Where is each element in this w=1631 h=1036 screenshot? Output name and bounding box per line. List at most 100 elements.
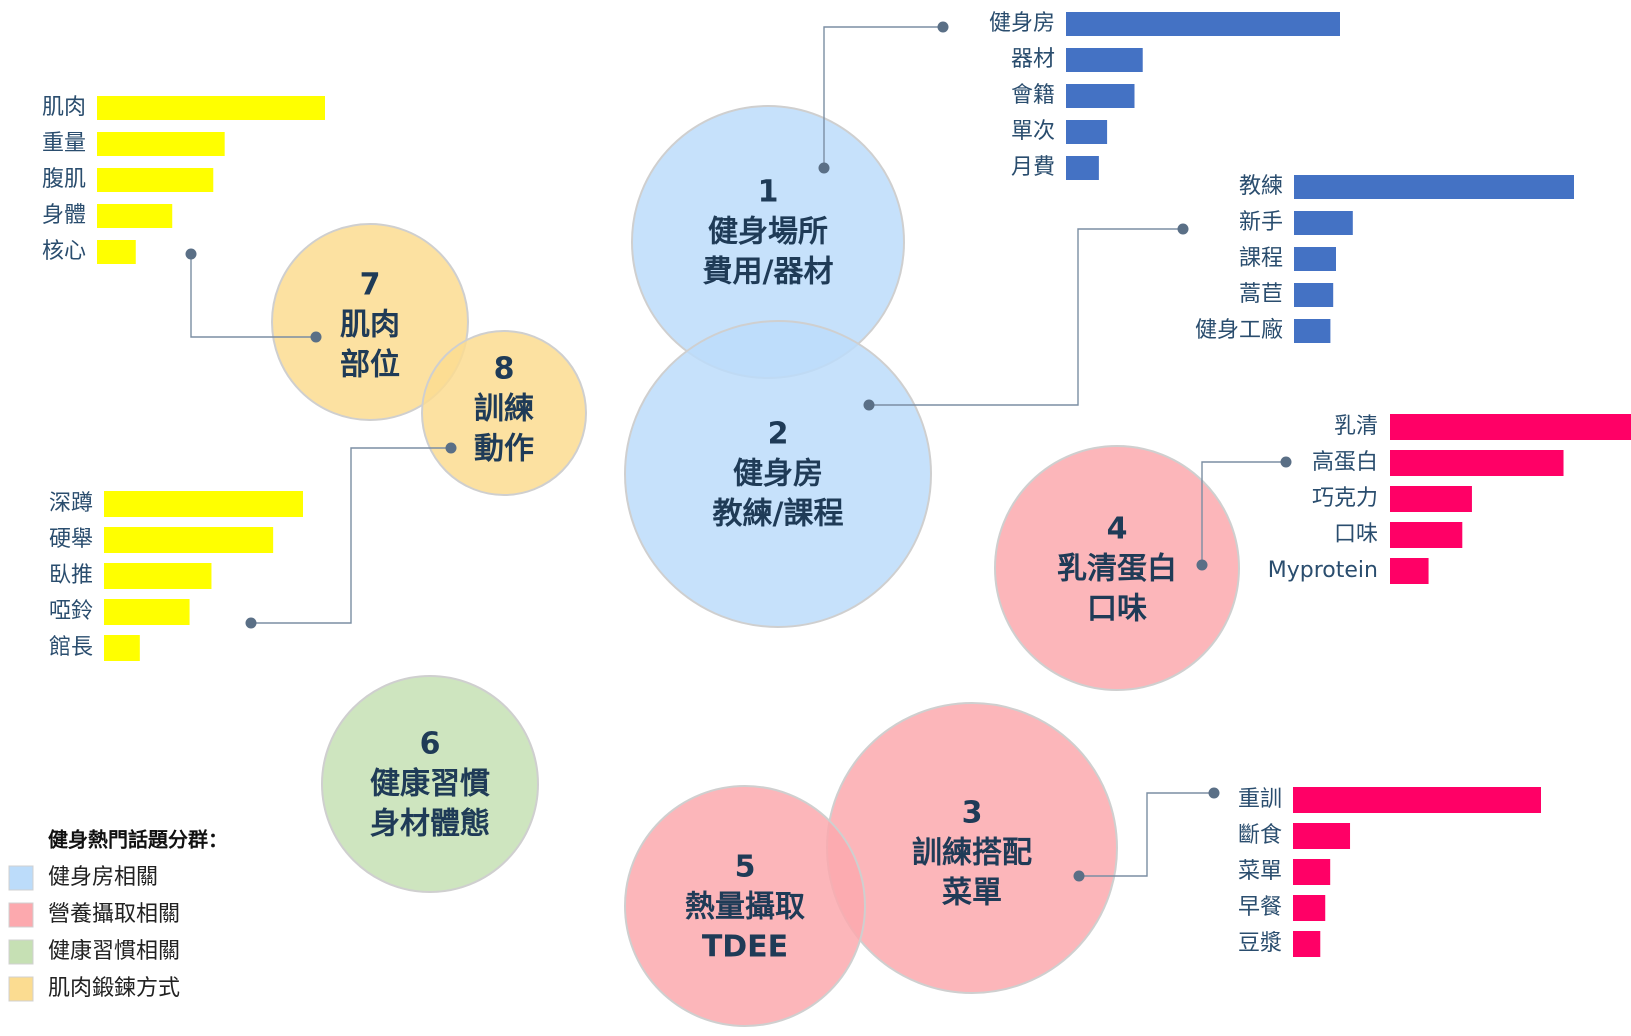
leader-topic-4-line: [1201, 461, 1286, 565]
term-bar-topic-1: [1066, 156, 1099, 180]
leader-topic-8-line: [251, 447, 451, 624]
term-bar-topic-8: [104, 563, 212, 589]
term-bar-topic-8: [104, 599, 190, 625]
circle-labels-layer: 1健身場所費用/器材2健身房教練/課程3訓練搭配菜單4乳清蛋白口味5熱量攝取TD…: [340, 175, 1177, 965]
term-label-topic-2: 蒿苣: [1239, 282, 1283, 307]
topic-label-5-line-1: 熱量攝取: [685, 890, 805, 925]
term-bar-topic-7: [97, 96, 325, 120]
term-bar-topic-4: [1390, 522, 1463, 548]
legend-swatch-habit: [8, 939, 34, 965]
term-label-topic-2: 健身工廠: [1195, 318, 1283, 343]
leader-topic-7-dot-end: [185, 248, 197, 260]
leader-topic-1-dot-end: [937, 21, 949, 33]
term-label-topic-4: 乳清: [1334, 414, 1378, 439]
term-label-topic-1: 月費: [1011, 155, 1055, 180]
term-bar-topic-3: [1293, 823, 1351, 849]
term-label-topic-4: 高蛋白: [1312, 450, 1378, 475]
topic-label-1-line-1: 健身場所: [708, 215, 828, 250]
leader-topic-2-dot-end: [1177, 223, 1189, 235]
leader-topic-2-dot-start: [863, 399, 875, 411]
term-bar-topic-4: [1390, 486, 1472, 512]
term-label-topic-4: 巧克力: [1312, 486, 1378, 511]
topic-label-8-line-2: 動作: [474, 432, 534, 467]
legend-label-habit: 健康習慣相關: [48, 939, 180, 964]
term-bar-topic-1: [1066, 12, 1340, 36]
leader-topic-8-dot-end: [245, 617, 257, 629]
term-bar-topic-8: [104, 635, 140, 661]
term-label-topic-4: 口味: [1334, 522, 1378, 547]
term-bar-topic-2: [1294, 211, 1353, 235]
term-bar-topic-7: [97, 132, 225, 156]
term-bar-topic-1: [1066, 120, 1108, 144]
circles-layer: [271, 105, 1240, 1027]
topic-label-2-line-2: 教練/課程: [713, 497, 844, 532]
topic-label-6-line-1: 健康習慣: [370, 767, 490, 802]
term-label-topic-7: 腹肌: [42, 167, 86, 192]
topic-label-3-line-2: 菜單: [942, 876, 1002, 911]
term-label-topic-3: 菜單: [1238, 859, 1282, 884]
topic-number-8: 8: [494, 352, 515, 387]
topic-label-6-line-2: 身材體態: [370, 807, 490, 842]
term-label-topic-7: 身體: [42, 203, 86, 228]
leader-topic-4-dot-end: [1280, 456, 1292, 468]
term-bar-topic-7: [97, 204, 173, 228]
leader-topic-3-dot-end: [1208, 787, 1220, 799]
topic-label-1-line-2: 費用/器材: [703, 255, 834, 290]
term-bar-topic-4: [1390, 558, 1429, 584]
legend-swatch-gym: [8, 865, 34, 891]
term-label-topic-8: 臥推: [49, 563, 93, 588]
topic-label-8-line-1: 訓練: [474, 392, 534, 427]
term-label-topic-7: 核心: [42, 239, 86, 264]
topic-number-2: 2: [768, 417, 789, 452]
term-bar-topic-8: [104, 491, 303, 517]
topic-circle-7: [271, 223, 469, 421]
term-bar-topic-3: [1293, 895, 1326, 921]
topic-number-3: 3: [962, 796, 983, 831]
topic-circle-5: [624, 785, 866, 1027]
topic-number-7: 7: [360, 268, 381, 303]
topic-circle-8: [421, 330, 587, 496]
term-bar-topic-3: [1293, 859, 1331, 885]
leader-topic-7-dot-start: [310, 331, 322, 343]
term-label-topic-1: 單次: [1011, 119, 1055, 144]
term-bar-topic-2: [1294, 283, 1334, 307]
topic-number-1: 1: [758, 175, 779, 210]
term-bar-topic-1: [1066, 84, 1135, 108]
leader-topic-1-dot-start: [818, 162, 830, 174]
term-lists-layer: 健身房器材會籍單次月費教練新手課程蒿苣健身工廠乳清高蛋白巧克力口味Myprote…: [42, 11, 1631, 957]
topic-label-7-line-2: 部位: [340, 348, 400, 383]
term-label-topic-3: 早餐: [1238, 895, 1282, 920]
topic-label-5-line-2: TDEE: [702, 930, 788, 965]
term-bar-topic-7: [97, 240, 136, 264]
leader-topic-2-line: [869, 228, 1183, 406]
term-label-topic-8: 深蹲: [49, 491, 93, 516]
term-bar-topic-8: [104, 527, 274, 553]
term-bar-topic-3: [1293, 931, 1321, 957]
term-label-topic-1: 器材: [1011, 47, 1055, 72]
topic-label-3-line-1: 訓練搭配: [912, 836, 1032, 871]
topic-number-6: 6: [420, 727, 441, 762]
term-bar-topic-3: [1293, 787, 1541, 813]
term-label-topic-1: 健身房: [989, 11, 1055, 36]
legend-label-nutrition: 營養攝取相關: [48, 902, 180, 927]
leader-topic-4-dot-start: [1196, 559, 1208, 571]
legend-title: 健身熱門話題分群：: [48, 828, 228, 852]
leader-topic-3-line: [1079, 792, 1214, 877]
leader-lines-layer: [185, 21, 1292, 882]
topic-label-7-line-1: 肌肉: [340, 308, 400, 343]
term-bar-topic-4: [1390, 414, 1631, 440]
term-label-topic-1: 會籍: [1011, 83, 1055, 108]
topic-circle-2: [624, 320, 932, 628]
term-bar-topic-4: [1390, 450, 1564, 476]
term-label-topic-2: 課程: [1239, 246, 1283, 271]
topic-number-5: 5: [735, 850, 756, 885]
term-label-topic-7: 重量: [42, 131, 86, 156]
term-label-topic-2: 新手: [1239, 210, 1283, 235]
leader-topic-3-dot-start: [1073, 870, 1085, 882]
term-bar-topic-1: [1066, 48, 1143, 72]
term-label-topic-3: 重訓: [1238, 787, 1282, 812]
topic-label-2-line-1: 健身房: [733, 457, 823, 492]
